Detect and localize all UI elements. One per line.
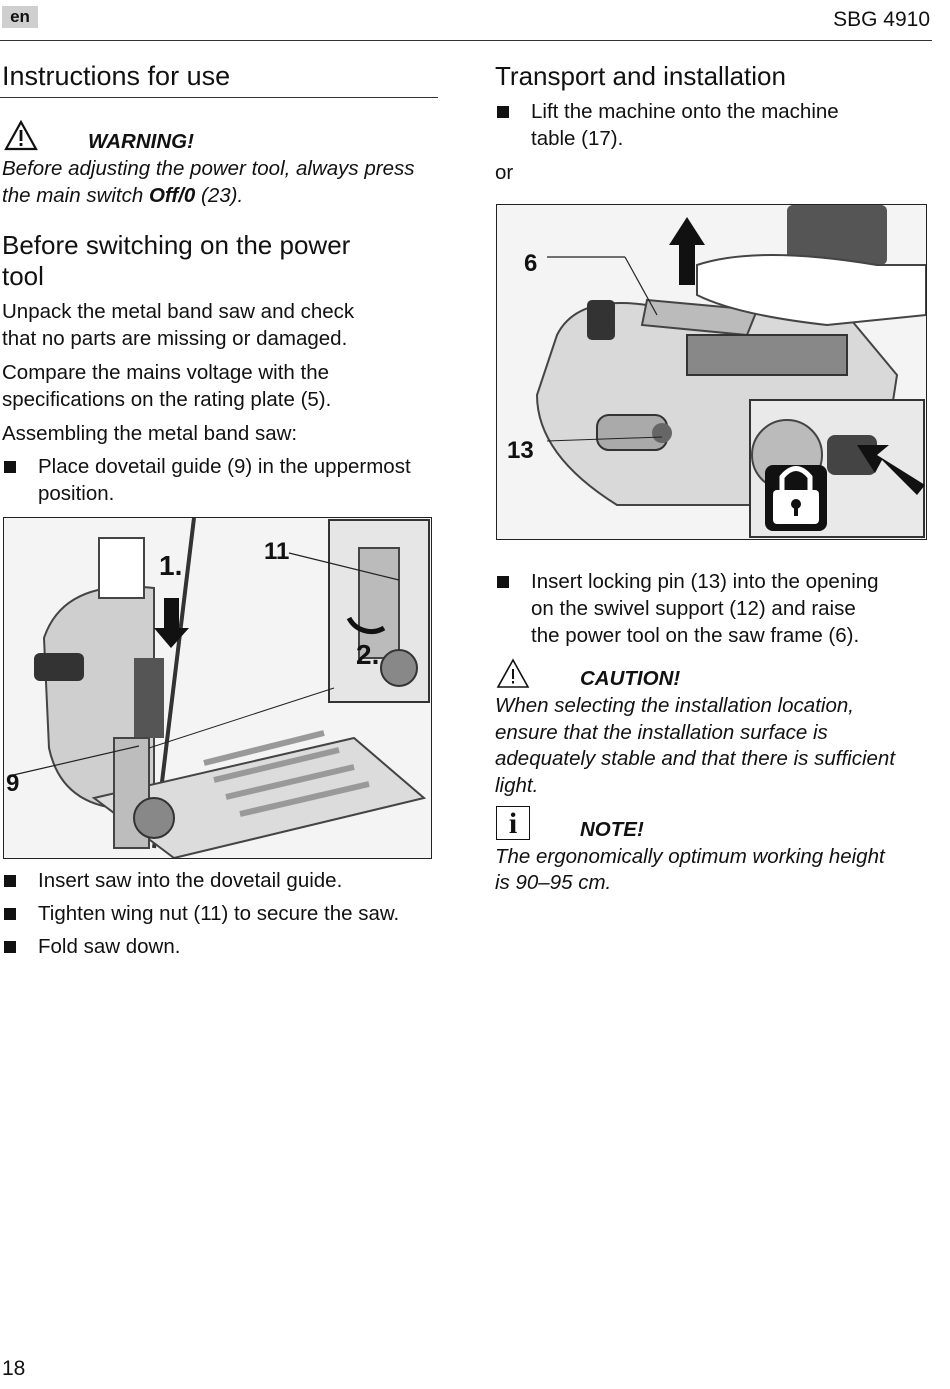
info-icon: i xyxy=(496,806,530,840)
bullet-insert-saw: Insert saw into the dovetail guide. xyxy=(2,867,468,894)
section-heading-line1: Before switching on the power xyxy=(2,230,351,260)
note-text-line2: is 90–95 cm. xyxy=(495,871,612,894)
paragraph-voltage-line1: Compare the mains voltage with the xyxy=(2,361,330,384)
note-text-line1: The ergonomically optimum working height xyxy=(495,845,885,868)
paragraph-unpack-line1: Unpack the metal band saw and check xyxy=(2,300,355,323)
or-text: or xyxy=(495,161,514,184)
caution-icon xyxy=(496,658,530,688)
bullet-dovetail: Place dovetail guide (9) in the uppermos… xyxy=(2,453,468,507)
section-heading-line2: tool xyxy=(2,261,44,291)
callout-13: 13 xyxy=(507,437,534,464)
bullet-square-icon xyxy=(4,941,16,953)
callout-6: 6 xyxy=(524,250,538,277)
callout-11: 11 xyxy=(264,538,290,565)
page-title: Instructions for use xyxy=(2,61,231,91)
warning-text-line1: Before adjusting the power tool, always … xyxy=(2,157,415,180)
paragraph-voltage-line2: specifications on the rating plate (5). xyxy=(2,388,332,411)
page-number: 18 xyxy=(2,1357,26,1380)
model-name: SBG 4910 xyxy=(833,8,930,31)
paragraph-assembling: Assembling the metal band saw: xyxy=(2,422,298,445)
bullet-square-icon xyxy=(4,875,16,887)
caution-text-line1: When selecting the installation location… xyxy=(495,694,854,717)
warning-icon xyxy=(4,120,38,151)
transport-heading: Transport and installation xyxy=(495,61,786,91)
figure-saw-assembly: 1. 11 2. 9 xyxy=(3,517,432,859)
bullet-fold-saw: Fold saw down. xyxy=(2,933,468,960)
bullet-square-icon xyxy=(497,576,509,588)
callout-9: 9 xyxy=(6,770,20,797)
bullet-square-icon xyxy=(4,461,16,473)
step-2-label: 2. xyxy=(356,639,380,670)
caution-text-line4: light. xyxy=(495,774,539,797)
bullet-locking-pin: Insert locking pin (13) into the opening… xyxy=(495,568,950,649)
transport-illustration xyxy=(497,205,926,539)
header-divider xyxy=(0,40,932,41)
caution-text-line2: ensure that the installation surface is xyxy=(495,721,828,744)
caution-label: CAUTION! xyxy=(580,667,681,690)
paragraph-unpack-line2: that no parts are missing or damaged. xyxy=(2,327,348,350)
bullet-square-icon xyxy=(4,908,16,920)
note-label: NOTE! xyxy=(580,818,644,841)
bullet-tighten-nut: Tighten wing nut (11) to secure the saw. xyxy=(2,900,468,927)
title-underline xyxy=(0,97,438,98)
bullet-square-icon xyxy=(497,106,509,118)
language-tag: en xyxy=(2,6,38,28)
bullet-lift-machine: Lift the machine onto the machine table … xyxy=(495,98,950,152)
figure-transport: 6 13 xyxy=(496,204,927,540)
caution-text-line3: adequately stable and that there is suff… xyxy=(495,747,896,770)
step-1-label: 1. xyxy=(159,550,183,581)
warning-text-line2: the main switch Off/0 (23). xyxy=(2,184,244,207)
saw-assembly-illustration xyxy=(4,518,431,858)
warning-label: WARNING! xyxy=(88,130,194,153)
